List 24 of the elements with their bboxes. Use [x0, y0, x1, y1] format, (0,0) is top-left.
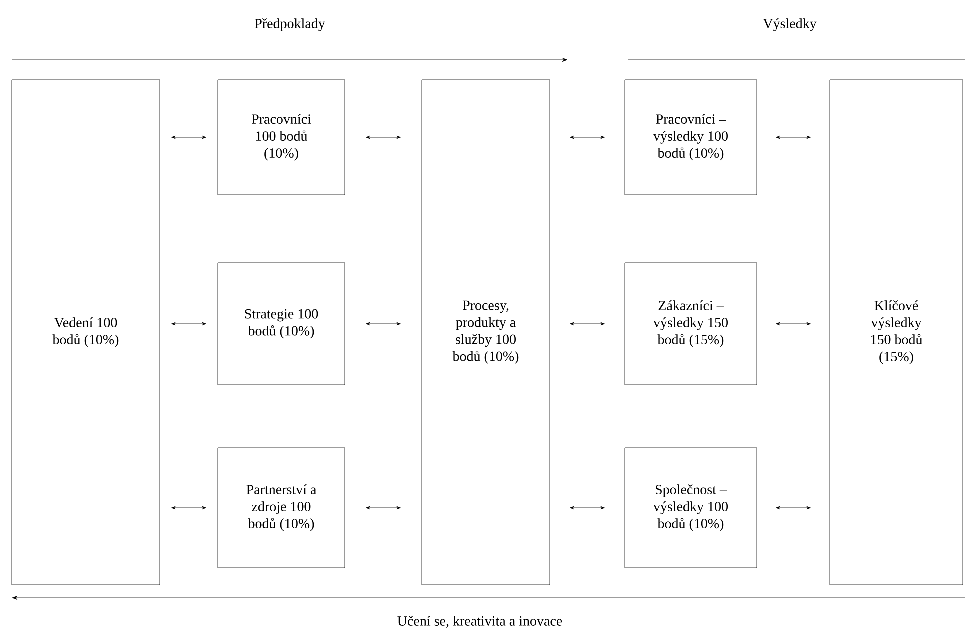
- double-arrow: [172, 322, 206, 326]
- criterion-box: Partnerství a zdroje 100 bodů (10%): [218, 448, 346, 568]
- double-arrow: [570, 136, 605, 140]
- criterion-box: Pracovníci – výsledky 100 bodů (10%): [624, 80, 758, 196]
- criterion-box: Zákazníci – výsledky 150 bodů (15%): [624, 262, 758, 386]
- double-arrow: [570, 506, 605, 510]
- section-label: Učení se, kreativita a inovace: [398, 616, 562, 628]
- section-label: Předpoklady: [255, 18, 326, 32]
- criterion-box: Strategie 100 bodů (10%): [218, 262, 346, 386]
- double-arrow: [172, 506, 206, 510]
- section-label: Výsledky: [763, 18, 817, 32]
- double-arrow: [570, 322, 605, 326]
- double-arrow: [366, 322, 401, 326]
- double-arrow: [776, 506, 811, 510]
- criterion-box: Vedení 100 bodů (10%): [12, 80, 160, 586]
- double-arrow: [776, 322, 811, 326]
- criterion-box: Klíčové výsledky 150 bodů (15%): [830, 80, 964, 586]
- criterion-box: Společnost – výsledky 100 bodů (10%): [624, 448, 758, 568]
- double-arrow: [172, 136, 206, 140]
- double-arrow: [366, 136, 401, 140]
- criterion-box: Procesy, produkty a služby 100 bodů (10%): [422, 80, 550, 586]
- double-arrow: [366, 506, 401, 510]
- double-arrow: [776, 136, 811, 140]
- criterion-box: Pracovníci 100 bodů (10%): [218, 80, 346, 196]
